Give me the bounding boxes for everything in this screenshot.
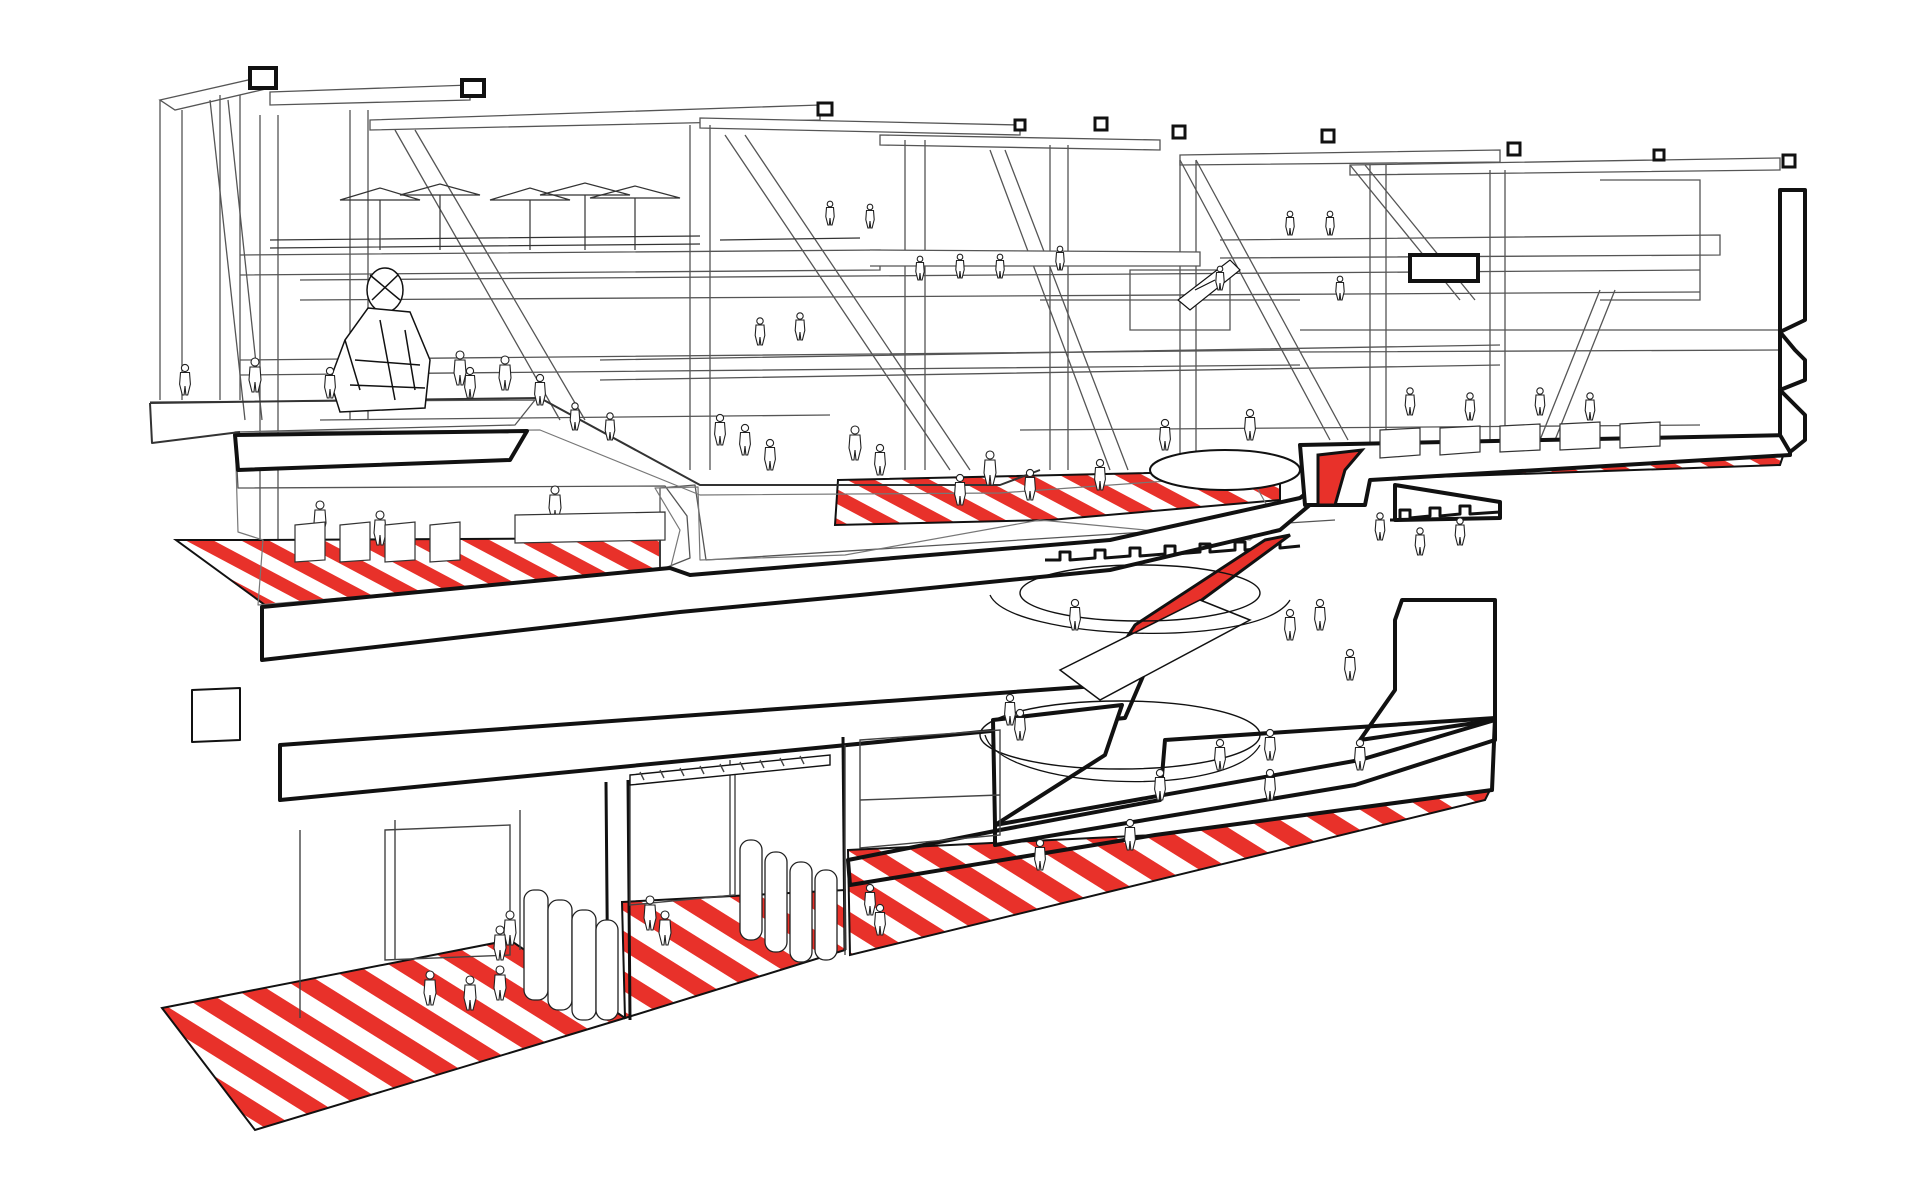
escalator-lower: [1058, 599, 1252, 701]
person-figure: [1534, 387, 1546, 416]
person-figure: [825, 200, 835, 226]
person-figure: [915, 255, 925, 281]
person-figure: [848, 425, 862, 461]
slab-top-left: [149, 399, 1336, 571]
atrium-ring-top: [1149, 449, 1301, 491]
person-figure: [864, 883, 876, 916]
slab-crenellated-right: [1390, 504, 1501, 522]
slab-upper-a: [234, 429, 1276, 606]
slab-right-block: [1393, 483, 1502, 522]
seated-figure-sculpture-icon: [329, 267, 431, 413]
person-figure: [1214, 738, 1226, 771]
slab-upper-floor: [233, 429, 529, 472]
person-figure: [324, 366, 336, 399]
slab-sections: [149, 188, 1807, 1021]
person-figure: [1264, 768, 1276, 801]
person-figure: [1004, 693, 1016, 726]
person-figure: [658, 910, 672, 946]
person-figure: [1264, 728, 1276, 761]
person-figure: [1584, 392, 1596, 421]
person-figure: [1069, 598, 1081, 631]
person-figure: [739, 423, 751, 456]
roof-terrace-furniture: [269, 182, 861, 250]
person-figure: [1124, 818, 1136, 851]
person-figure: [463, 975, 477, 1011]
person-figure: [373, 510, 387, 546]
atrium-ring-upper: [1019, 564, 1261, 622]
person-figure: [1034, 838, 1046, 871]
slab-middle-floor: [278, 658, 1152, 802]
slab-right-tower: [1778, 188, 1807, 454]
atrium-ring-lower: [979, 700, 1261, 770]
person-figure: [1454, 517, 1466, 546]
person-figure: [1335, 275, 1345, 301]
person-figure: [1354, 738, 1366, 771]
person-figure: [493, 965, 507, 1001]
person-figure: [1094, 458, 1106, 491]
people-figures: [179, 200, 1596, 1011]
person-figure: [1159, 418, 1171, 451]
person-figure: [1325, 210, 1335, 236]
atrium-rings: [979, 449, 1301, 783]
person-figure: [569, 402, 581, 431]
person-figure: [1154, 768, 1166, 801]
person-figure: [954, 473, 966, 506]
person-figure: [995, 253, 1005, 279]
person-figure: [764, 438, 776, 471]
slab-ground-outline: [846, 716, 1497, 887]
person-figure: [534, 373, 546, 406]
person-figure: [1215, 265, 1225, 291]
person-figure: [983, 450, 997, 486]
person-figure: [604, 412, 616, 441]
slab-lower-left: [191, 687, 241, 743]
person-figure: [865, 203, 875, 229]
turnstile-icon: [523, 839, 838, 1021]
person-figure: [955, 253, 965, 279]
person-figure: [179, 363, 191, 396]
person-figure: [1285, 210, 1295, 236]
red-escalator-upper: [1316, 448, 1366, 507]
person-figure: [1014, 708, 1026, 741]
ground-rooms: [299, 729, 1001, 1021]
person-figure: [1314, 598, 1326, 631]
person-figure: [1404, 387, 1416, 416]
person-figure: [874, 903, 886, 936]
person-figure: [1344, 648, 1356, 681]
person-figure: [1374, 512, 1386, 541]
patio-umbrella-icon: [339, 182, 681, 250]
person-figure: [714, 413, 726, 446]
floor-zone-ground-right: [846, 788, 1492, 957]
person-figure: [1055, 245, 1065, 271]
slab-right-terrace: [1298, 433, 1792, 507]
person-figure: [754, 317, 766, 346]
person-figure: [248, 357, 262, 393]
person-figure: [1464, 392, 1476, 421]
escalator-icon-upper: [1177, 259, 1241, 311]
person-figure: [498, 355, 512, 391]
person-figure: [493, 925, 507, 961]
person-figure: [874, 443, 886, 476]
cafe-tables: [294, 421, 1661, 563]
circulation: [1058, 259, 1366, 701]
person-figure: [1284, 608, 1296, 641]
person-figure: [1244, 408, 1256, 441]
person-figure: [423, 970, 437, 1006]
person-figure: [453, 350, 467, 386]
person-figure: [643, 895, 657, 931]
person-figure: [464, 366, 476, 399]
person-figure: [794, 312, 806, 341]
person-figure: [1414, 527, 1426, 556]
person-figure: [1024, 468, 1036, 501]
